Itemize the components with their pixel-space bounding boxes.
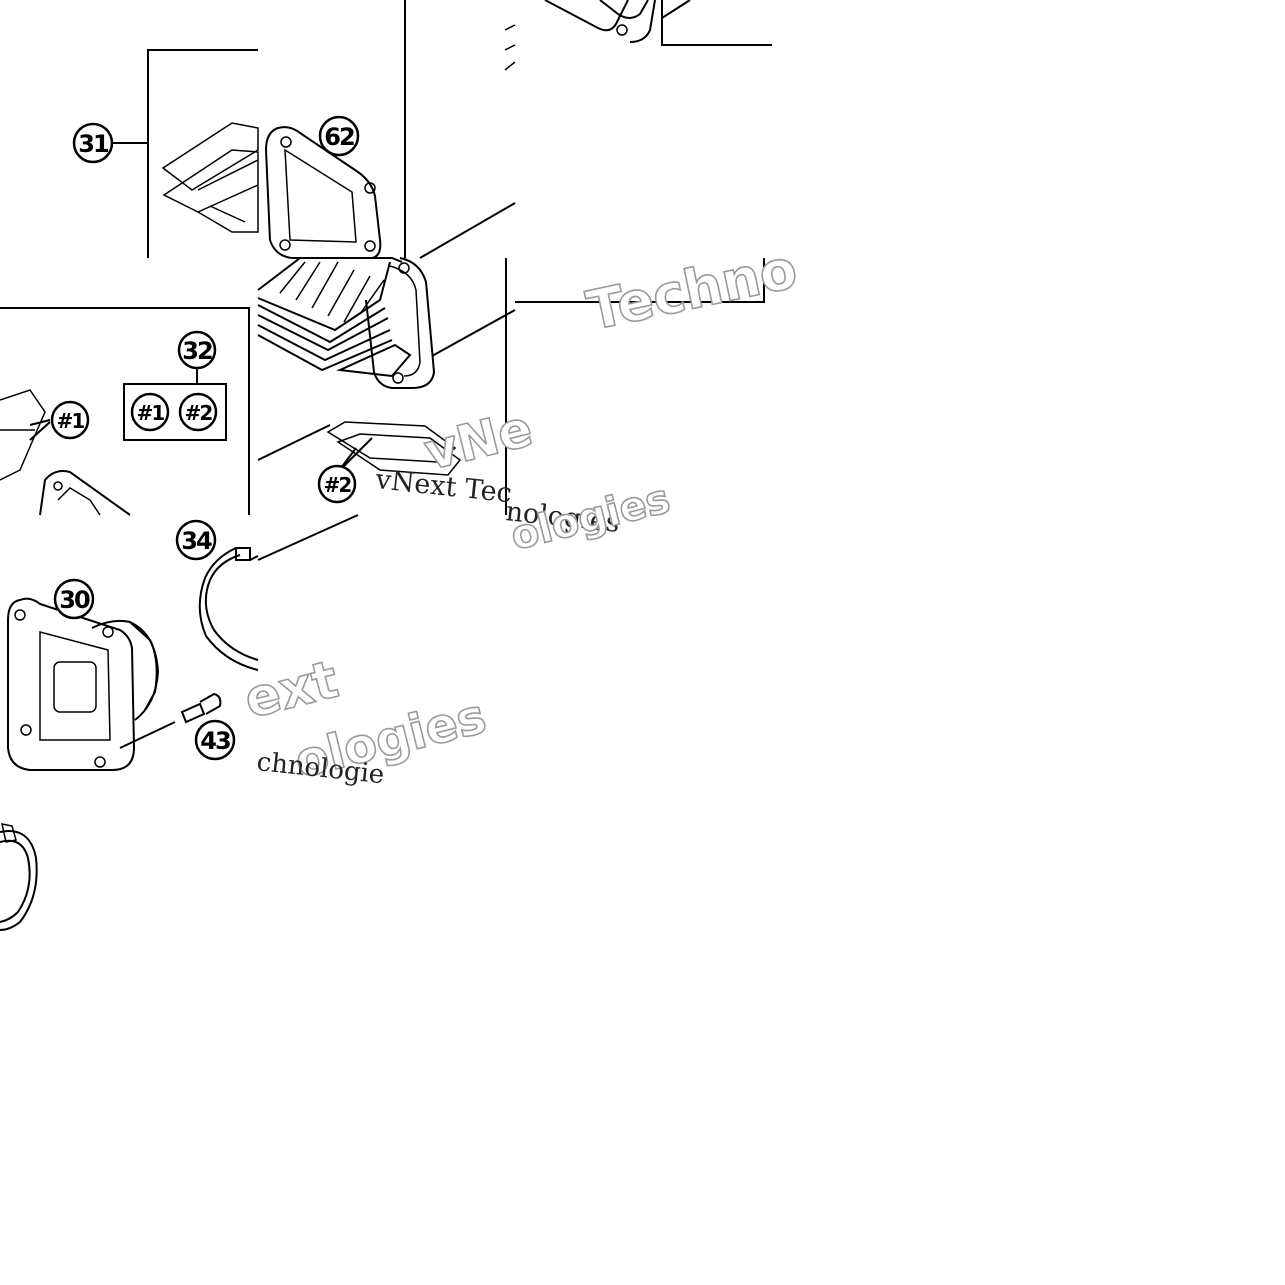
callout-2-lower-label: #2 <box>324 473 352 497</box>
hose-clamp <box>198 514 359 671</box>
watermark-vne: vNe <box>419 399 538 481</box>
callout-31: 31 <box>72 122 114 164</box>
reed-valve-gasket <box>264 126 382 259</box>
callout-34-label: 34 <box>181 527 212 555</box>
callout-43-label: 43 <box>200 727 230 755</box>
callout-43: 43 <box>194 719 236 761</box>
watermark-techno: Techno <box>582 237 803 343</box>
callout-1-left: #1 <box>50 400 90 440</box>
callout-2-lower: #2 <box>317 464 357 504</box>
reed-valve-block <box>257 257 436 389</box>
left-reed-fragment <box>0 389 131 516</box>
watermark-ext: ext <box>239 650 344 731</box>
watermark-ologies-top: ologies <box>506 476 674 560</box>
callout-62-label: 62 <box>324 123 354 151</box>
bolt <box>180 692 222 724</box>
callout-30-label: 30 <box>59 586 90 614</box>
hose-clamp-fragment <box>0 823 38 931</box>
callout-32-label: 32 <box>182 337 212 365</box>
callout-62: 62 <box>318 115 360 157</box>
callout-1-left-label: #1 <box>57 409 85 433</box>
intake-manifold <box>7 597 176 771</box>
top-right-fragment <box>504 0 772 71</box>
kit-box-32: 32 #1 #2 <box>123 330 227 441</box>
callout-31-label: 31 <box>78 130 109 158</box>
kit-item-2-label: #2 <box>185 401 213 425</box>
kit-item-1-label: #1 <box>137 401 165 425</box>
reed-petal-group <box>113 49 259 258</box>
callout-34: 34 <box>175 519 217 561</box>
callout-30: 30 <box>53 578 95 620</box>
watermark-vnext-tec: vNext Tec <box>373 464 513 509</box>
